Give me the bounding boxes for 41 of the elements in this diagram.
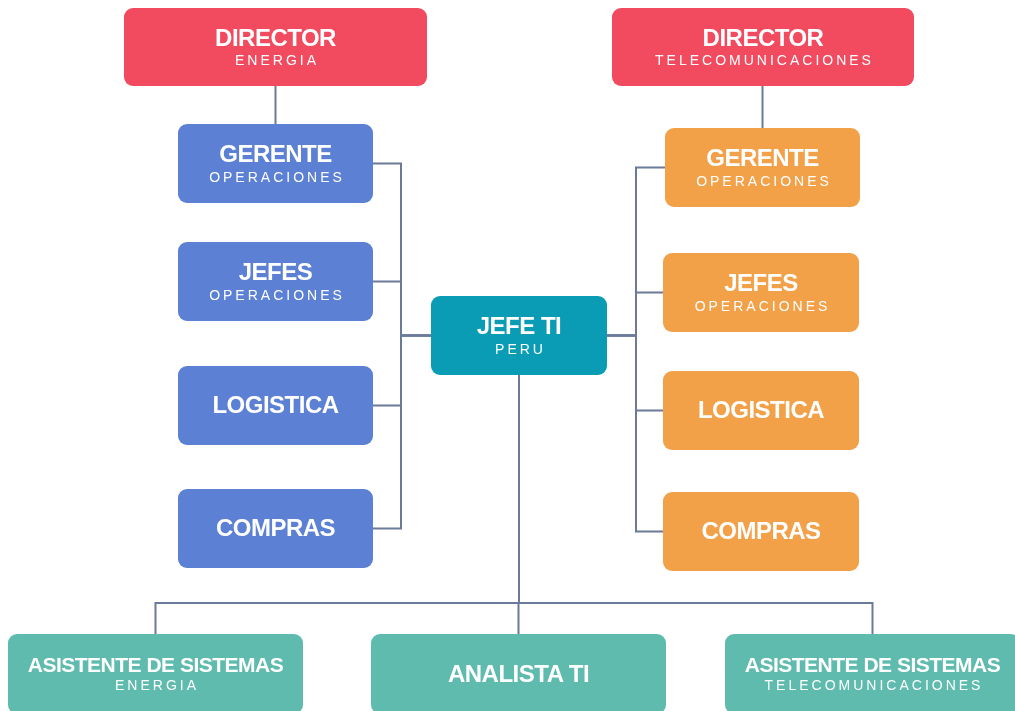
role-box <box>371 634 666 711</box>
role-subtitle: OPERACIONES <box>209 167 345 186</box>
role-subtitle: OPERACIONES <box>694 296 831 315</box>
role-subtitle: OPERACIONES <box>209 285 345 304</box>
role-title: ANALISTA TI <box>447 660 590 688</box>
role-title: LOGISTICA <box>697 397 825 424</box>
role-subtitle: TELECOMUNICACIONES <box>764 676 984 695</box>
role-box <box>8 634 303 711</box>
role-box <box>663 253 859 332</box>
connector-line <box>274 85 277 125</box>
role-box <box>665 128 860 207</box>
role-box <box>431 296 607 375</box>
director-box <box>612 8 914 86</box>
role-subtitle: ENERGIA <box>115 676 199 695</box>
role-box <box>178 489 373 568</box>
role-box <box>178 242 373 321</box>
role-title: GERENTE <box>706 145 819 172</box>
role-box <box>663 492 859 571</box>
role-title: ASISTENTE DE SISTEMAS <box>27 653 284 677</box>
role-title: JEFE TI <box>476 313 562 340</box>
role-subtitle: TELECOMUNICACIONES <box>655 51 874 70</box>
role-title: LOGISTICA <box>212 392 339 419</box>
role-subtitle: ENERGIA <box>235 51 319 70</box>
role-subtitle: OPERACIONES <box>696 171 832 190</box>
connector-line <box>761 85 764 129</box>
role-box <box>725 634 1015 711</box>
connector-line <box>606 334 664 533</box>
role-title: JEFES <box>238 259 313 286</box>
role-box <box>663 371 859 450</box>
role-title: COMPRAS <box>215 515 336 542</box>
role-title: JEFES <box>724 270 798 297</box>
role-title: GERENTE <box>219 141 332 168</box>
role-subtitle: PERU <box>495 339 546 358</box>
role-title: DIRECTOR <box>702 24 824 52</box>
role-box <box>178 366 373 445</box>
connector-line <box>372 334 432 530</box>
role-title: COMPRAS <box>701 518 821 545</box>
role-title: ASISTENTE DE SISTEMAS <box>744 653 1001 677</box>
role-title: DIRECTOR <box>215 24 336 52</box>
director-box <box>124 8 427 86</box>
role-box <box>178 124 373 203</box>
